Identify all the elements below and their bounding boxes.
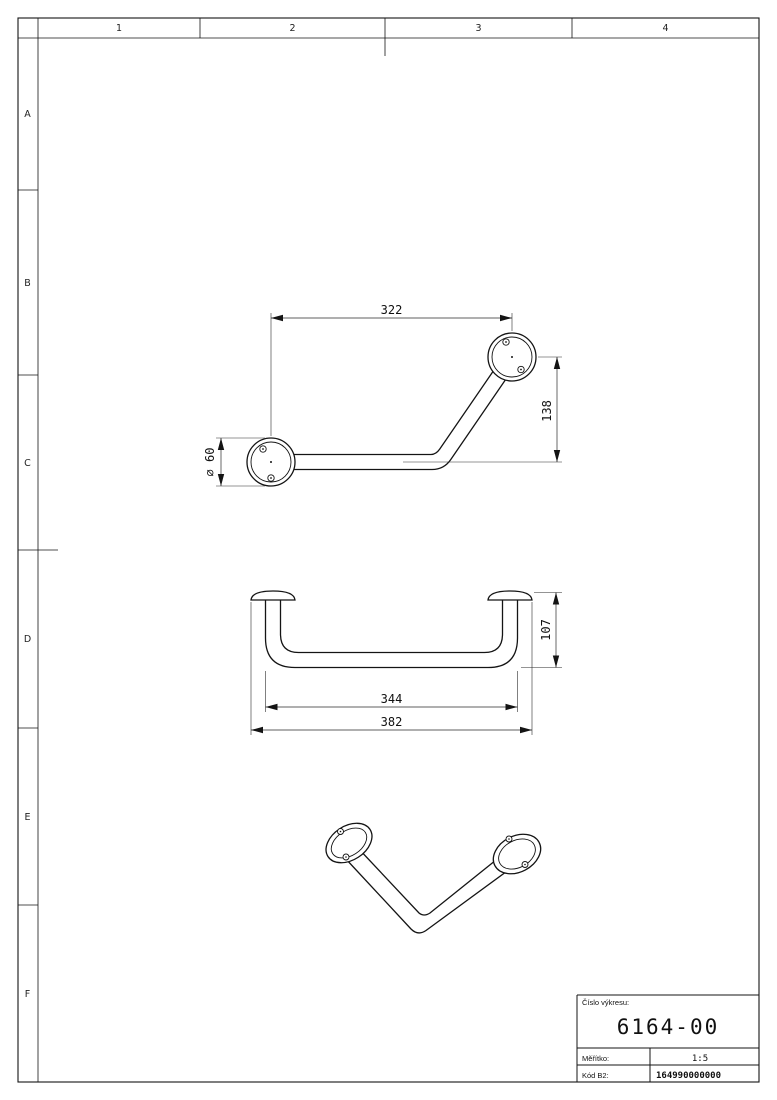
- code-value: 164990000000: [656, 1071, 721, 1081]
- screw-center-dot: [270, 477, 272, 479]
- top-view: 107 344 382: [250, 590, 562, 735]
- drawing-number-label: Číslo výkresu:: [582, 998, 629, 1007]
- grid-row-label: D: [24, 634, 31, 645]
- dim-front-height: 138: [540, 400, 554, 422]
- screw-center-dot: [520, 368, 522, 371]
- grid-col-label: 3: [475, 23, 481, 34]
- dim-top-inner: 344: [381, 692, 403, 706]
- screw-center-dot: [505, 341, 507, 343]
- tube-outer-edge: [264, 596, 519, 669]
- sheet-frame: 1 2 3 4 A B C D E F: [17, 17, 760, 1083]
- grid-col-label: 1: [116, 23, 122, 34]
- grid-row-label: F: [25, 989, 30, 1000]
- iso-right-flange-outer: [492, 833, 542, 875]
- screw-center-dot: [262, 448, 264, 450]
- screw-center-dot: [524, 863, 526, 866]
- grid-row-label: C: [24, 458, 31, 469]
- right-flange-inner: [491, 336, 533, 378]
- code-label: Kód B2:: [582, 1071, 609, 1080]
- outer-border: [17, 17, 760, 1083]
- front-view: 322 138 ⌀ 60: [203, 303, 562, 487]
- grid-row-label: A: [24, 109, 31, 120]
- isometric-view: [325, 822, 542, 934]
- tube-inner-edge: [279, 596, 504, 654]
- right-flange-plate: [487, 590, 533, 601]
- grid-row-label: B: [24, 278, 31, 289]
- flange-center-dot: [511, 356, 513, 358]
- screw-center-dot: [508, 838, 510, 840]
- dim-top-depth: 107: [539, 619, 553, 641]
- dim-flange-diameter: ⌀ 60: [203, 448, 217, 477]
- screw-center-dot: [345, 856, 347, 858]
- scale-value: 1:5: [692, 1054, 708, 1064]
- screw-center-dot: [339, 830, 342, 833]
- flange-center-dot: [270, 461, 272, 463]
- grid-row-label: E: [24, 812, 30, 823]
- iso-tube-inner-edge: [356, 846, 507, 916]
- iso-tube-outer-edge: [344, 857, 515, 934]
- dim-top-overall: 382: [381, 715, 403, 729]
- title-block: Číslo výkresu: 6164-00 Měřítko: 1:5 Kód …: [576, 994, 759, 1082]
- left-flange-plate: [250, 590, 296, 601]
- dim-front-width: 322: [381, 303, 403, 317]
- drawing-number-value: 6164-00: [617, 1015, 720, 1039]
- grid-col-label: 2: [289, 23, 295, 34]
- scale-label: Měřítko:: [582, 1054, 609, 1063]
- tube-bottom-edge: [270, 360, 519, 471]
- grid-col-label: 4: [662, 23, 668, 34]
- tube-top-edge: [270, 352, 507, 456]
- left-flange-inner: [250, 441, 292, 483]
